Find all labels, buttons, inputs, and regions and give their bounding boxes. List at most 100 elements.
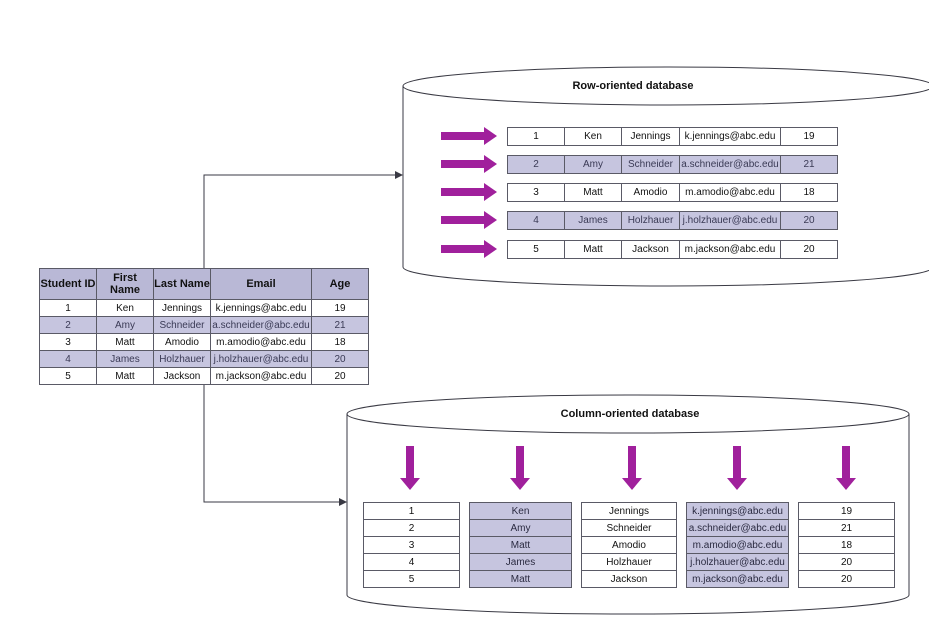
- down-arrow-icon: [622, 446, 642, 490]
- record-cell: k.jennings@abc.edu: [680, 128, 781, 145]
- record-cell: Jennings: [622, 128, 680, 145]
- table-cell: Ken: [96, 299, 154, 317]
- table-cell: Amodio: [153, 333, 211, 351]
- record-cell: Holzhauer: [622, 212, 680, 229]
- record-cell: Schneider: [622, 156, 680, 173]
- record-cell: 18: [803, 187, 815, 198]
- student-table: Student ID First Name Last Name Email Ag…: [39, 268, 369, 385]
- column-student-id: 1 2 3 4 5: [363, 502, 460, 588]
- down-arrow-icon: [400, 446, 420, 490]
- row-pointer-arrows: [441, 127, 497, 258]
- header-last-name: Last Name: [153, 268, 211, 300]
- column-cell: 2: [364, 520, 459, 537]
- record-cell: 20: [803, 244, 815, 255]
- row-db-record: 4 James Holzhauer j.holzhauer@abc.edu 20: [507, 211, 838, 230]
- record-cell: 21: [803, 159, 815, 170]
- column-cell: Schneider: [582, 520, 676, 537]
- record-cell: 4: [508, 212, 565, 229]
- table-header-row: Student ID First Name Last Name Email Ag…: [39, 268, 369, 300]
- header-email: Email: [210, 268, 312, 300]
- table-cell: k.jennings@abc.edu: [210, 299, 312, 317]
- right-arrow-icon: [441, 211, 497, 229]
- column-cell: James: [470, 554, 571, 571]
- record-cell: Jackson: [622, 241, 680, 258]
- row-db-record: 3 Matt Amodio m.amodio@abc.edu 18: [507, 183, 838, 202]
- column-cell: Matt: [470, 537, 571, 554]
- record-cell: j.holzhauer@abc.edu: [680, 212, 781, 229]
- record-cell: 19: [803, 131, 815, 142]
- table-cell: 19: [311, 299, 369, 317]
- record-cell: Amodio: [622, 184, 680, 201]
- row-db-record: 1 Ken Jennings k.jennings@abc.edu 19: [507, 127, 838, 146]
- row-db-record: 2 Amy Schneider a.schneider@abc.edu 21: [507, 155, 838, 174]
- column-cell: k.jennings@abc.edu: [687, 503, 788, 520]
- record-cell: Matt: [565, 241, 622, 258]
- table-cell: m.jackson@abc.edu: [210, 367, 312, 385]
- column-cell: Holzhauer: [582, 554, 676, 571]
- row-db-title: Row-oriented database: [572, 80, 694, 92]
- table-row: 2 Amy Schneider a.schneider@abc.edu 21: [39, 316, 369, 334]
- column-cell: 18: [799, 537, 894, 554]
- table-cell: m.amodio@abc.edu: [210, 333, 312, 351]
- column-age: 19 21 18 20 20: [798, 502, 895, 588]
- record-cell: Amy: [565, 156, 622, 173]
- column-cell: Amy: [470, 520, 571, 537]
- column-first-name: Ken Amy Matt James Matt: [469, 502, 572, 588]
- table-cell: j.holzhauer@abc.edu: [210, 350, 312, 368]
- column-cell: a.schneider@abc.edu: [687, 520, 788, 537]
- column-cell: j.holzhauer@abc.edu: [687, 554, 788, 571]
- down-arrow-icon: [510, 446, 530, 490]
- column-cell: 20: [840, 573, 853, 585]
- table-cell: 2: [39, 316, 97, 334]
- column-cell: m.jackson@abc.edu: [692, 573, 783, 585]
- table-cell: 21: [311, 316, 369, 334]
- row-db-record: 5 Matt Jackson m.jackson@abc.edu 20: [507, 240, 838, 259]
- table-cell: Matt: [96, 367, 154, 385]
- column-cell: 21: [799, 520, 894, 537]
- table-cell: Jackson: [153, 367, 211, 385]
- table-cell: Matt: [96, 333, 154, 351]
- column-cell: 3: [364, 537, 459, 554]
- column-cell: 20: [799, 554, 894, 571]
- table-row: 5 Matt Jackson m.jackson@abc.edu 20: [39, 367, 369, 385]
- header-first-name: First Name: [96, 268, 154, 300]
- col-db-title: Column-oriented database: [560, 408, 700, 420]
- table-cell: 3: [39, 333, 97, 351]
- table-cell: 20: [311, 367, 369, 385]
- record-cell: 20: [803, 215, 815, 226]
- record-cell: 5: [508, 241, 565, 258]
- down-arrow-icon: [836, 446, 856, 490]
- table-cell: 4: [39, 350, 97, 368]
- right-arrow-icon: [441, 183, 497, 201]
- table-cell: Holzhauer: [153, 350, 211, 368]
- record-cell: 1: [508, 128, 565, 145]
- column-last-name: Jennings Schneider Amodio Holzhauer Jack…: [581, 502, 677, 588]
- right-arrow-icon: [441, 127, 497, 145]
- column-cell: Ken: [470, 503, 571, 520]
- column-cell: 1: [364, 503, 459, 520]
- table-row: 3 Matt Amodio m.amodio@abc.edu 18: [39, 333, 369, 351]
- header-age: Age: [311, 268, 369, 300]
- table-row: 1 Ken Jennings k.jennings@abc.edu 19: [39, 299, 369, 317]
- column-cell: Jennings: [582, 503, 676, 520]
- column-cell: m.amodio@abc.edu: [687, 537, 788, 554]
- record-cell: m.amodio@abc.edu: [680, 184, 781, 201]
- down-arrow-icon: [727, 446, 747, 490]
- record-cell: James: [565, 212, 622, 229]
- column-cell: 5: [408, 573, 415, 585]
- table-cell: 20: [311, 350, 369, 368]
- table-cell: James: [96, 350, 154, 368]
- right-arrow-icon: [441, 155, 497, 173]
- record-cell: Ken: [565, 128, 622, 145]
- table-cell: 18: [311, 333, 369, 351]
- header-student-id: Student ID: [39, 268, 97, 300]
- column-cell: Amodio: [582, 537, 676, 554]
- column-pointer-arrows: [400, 446, 856, 490]
- table-cell: a.schneider@abc.edu: [210, 316, 312, 334]
- table-cell: Amy: [96, 316, 154, 334]
- column-cell: 19: [799, 503, 894, 520]
- table-cell: 1: [39, 299, 97, 317]
- column-email: k.jennings@abc.edu a.schneider@abc.edu m…: [686, 502, 789, 588]
- table-cell: Jennings: [153, 299, 211, 317]
- column-cell: 4: [364, 554, 459, 571]
